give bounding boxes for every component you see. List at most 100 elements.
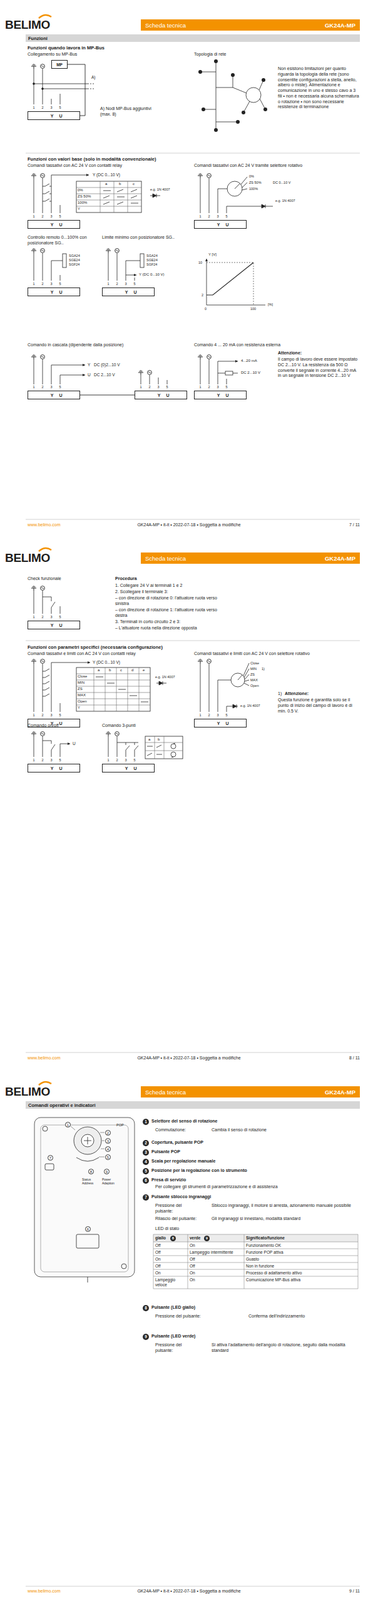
text-label: DC 0...10 V bbox=[272, 180, 291, 186]
shaft-cross bbox=[83, 1138, 92, 1146]
text-label: Funzioni con parametri specifici (necess… bbox=[27, 645, 163, 651]
text-label: c bbox=[132, 182, 135, 188]
text-label: Sblocco ingranaggi, il motore si arresta… bbox=[211, 1204, 356, 1211]
text-label: Y bbox=[77, 207, 81, 213]
text-label: Status Address bbox=[81, 1179, 100, 1188]
text-label: 3. Terminali in corto circuito 2 e 3: bbox=[115, 620, 228, 626]
table-grid bbox=[76, 181, 142, 213]
callout-number: 4 bbox=[105, 1147, 111, 1154]
wire bbox=[33, 664, 61, 713]
text-label: SGE24 bbox=[146, 258, 158, 263]
terminal-number: 1 bbox=[138, 385, 144, 390]
text-label: Limite minimo con posizionatore SG.. bbox=[102, 235, 190, 241]
text-label: Off bbox=[155, 1265, 161, 1271]
text-label: a bbox=[105, 182, 108, 188]
terminal-number: 3 bbox=[123, 282, 129, 287]
junction-dot bbox=[41, 88, 44, 91]
text-label: 4...20 mA bbox=[240, 359, 258, 365]
relay-contacts bbox=[42, 183, 52, 202]
text-label: On bbox=[189, 1279, 196, 1285]
text-label: c bbox=[120, 669, 123, 675]
text-label: SGA24 bbox=[68, 254, 81, 259]
text-label: 0 bbox=[204, 307, 207, 312]
table-grid bbox=[76, 668, 151, 713]
text-label: Posizione per la regolazione con lo stru… bbox=[151, 1169, 248, 1176]
text-label: 0% bbox=[249, 174, 255, 179]
text-label: U bbox=[72, 742, 76, 748]
text-label: 2 bbox=[201, 293, 204, 298]
terminal-number: 2 bbox=[40, 615, 46, 621]
drawing-circle bbox=[230, 73, 235, 77]
ac-symbol bbox=[40, 249, 46, 254]
callout-number: 8 bbox=[88, 1170, 94, 1176]
text-label: MAX bbox=[250, 679, 258, 684]
signal-name: Y bbox=[215, 222, 221, 228]
callout-number: 6 bbox=[142, 1179, 149, 1186]
table-grid bbox=[76, 181, 142, 213]
signal-name: U bbox=[58, 290, 64, 295]
wire bbox=[33, 359, 43, 385]
drawing-circle bbox=[201, 107, 206, 112]
text-label: Cambia il senso di rotazione bbox=[211, 1128, 267, 1135]
section-bar: Comandi operativi e indicatori bbox=[25, 1102, 360, 1111]
rules bbox=[25, 153, 360, 1589]
text-label: Pressione del pulsante: bbox=[155, 1204, 200, 1216]
text-label: Comando 3-punti bbox=[102, 724, 136, 730]
ground-symbol bbox=[31, 659, 37, 665]
wire-connector bbox=[80, 395, 135, 397]
header-band: Scheda tecnicaGK24A-MP bbox=[140, 553, 360, 565]
text-label: MIN bbox=[77, 681, 85, 687]
section-title: Funzioni bbox=[28, 35, 48, 42]
text-label: Close bbox=[250, 662, 260, 667]
terminal-number: 3 bbox=[48, 759, 54, 764]
text-label: Open bbox=[250, 684, 259, 690]
gear-release-button bbox=[45, 1165, 54, 1172]
text-label: Funzioni quando lavora in MP-Bus bbox=[27, 45, 105, 51]
text-label: Y (DC 0...10 V) bbox=[92, 172, 121, 178]
direction-arrow bbox=[171, 744, 176, 759]
terminal-number: 5 bbox=[164, 385, 170, 390]
ground-symbol bbox=[31, 586, 37, 592]
table-header bbox=[153, 1236, 358, 1244]
text-label: Pulsante (LED giallo) bbox=[151, 1306, 196, 1313]
terminal-number: 5 bbox=[57, 759, 63, 764]
text-label: Pulsante POP bbox=[151, 1150, 181, 1157]
terminal-number: 1 bbox=[31, 714, 37, 719]
signal-arrow bbox=[60, 744, 71, 758]
ground-symbol bbox=[31, 354, 37, 360]
switch-glyphs bbox=[95, 677, 149, 703]
diode-symbol bbox=[150, 194, 161, 198]
signal-arrow bbox=[60, 375, 86, 385]
text-label: – con direzione di rotazione 0: l'attuat… bbox=[115, 596, 228, 608]
ac-symbol bbox=[115, 732, 120, 738]
graph-axes bbox=[206, 259, 266, 306]
resistor-symbol bbox=[225, 371, 233, 376]
text-label: e.g. 1N 4007 bbox=[155, 675, 176, 681]
signal-name: Y bbox=[49, 290, 55, 295]
actuator-terminal-box: YU bbox=[27, 111, 81, 121]
selector-pointer bbox=[234, 177, 248, 191]
ground-symbol bbox=[31, 732, 37, 738]
service-socket bbox=[76, 1236, 99, 1250]
text-label: Close bbox=[77, 675, 87, 681]
text-label: www.belimo.com bbox=[27, 1057, 61, 1063]
callout-number: 7 bbox=[142, 1195, 149, 1203]
terminal-number: 1 bbox=[197, 385, 203, 390]
callout-number: 9 bbox=[103, 1170, 110, 1176]
mounting-hole bbox=[121, 1265, 127, 1271]
terminal-number: 5 bbox=[57, 105, 63, 111]
wire bbox=[108, 737, 139, 758]
table-grid bbox=[145, 737, 183, 760]
callout-number: 1 bbox=[142, 1120, 149, 1127]
terminal-number: 5 bbox=[224, 714, 230, 719]
terminal-number: 2 bbox=[147, 385, 153, 390]
text-label: Funzione POP attiva bbox=[245, 1251, 284, 1257]
text-label: 2. Scollegare il terminale 3: bbox=[115, 590, 228, 596]
text-label: Non in funzione bbox=[245, 1265, 275, 1271]
model-code: GK24A-MP bbox=[324, 1090, 356, 1098]
text-label: SGF24 bbox=[146, 262, 158, 268]
terminal-number: 3 bbox=[48, 105, 54, 111]
terminal-number: 5 bbox=[224, 214, 230, 220]
terminal-number: 1 bbox=[31, 282, 37, 287]
